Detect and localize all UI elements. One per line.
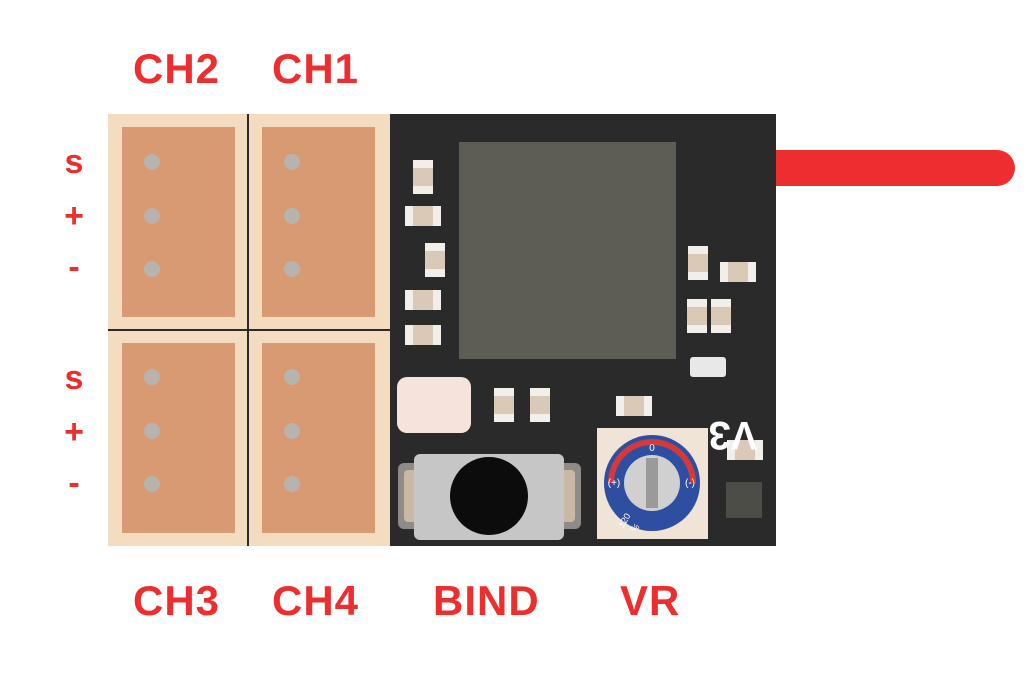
pin-dot	[284, 208, 300, 224]
smd-components	[405, 160, 763, 518]
antenna-wire	[722, 150, 1015, 186]
connector-ch3	[122, 343, 235, 533]
svg-text:(+): (+)	[608, 478, 621, 489]
pin-label-plus: +	[64, 413, 84, 451]
pin-label-minus: -	[68, 464, 80, 502]
pin-dot	[284, 423, 300, 439]
label-ch3: CH3	[133, 577, 221, 624]
pin-dot	[144, 261, 160, 277]
board-version: V3	[709, 413, 758, 457]
label-ch4: CH4	[272, 577, 360, 624]
connector-ch1	[262, 127, 375, 317]
pin-label-signal: s	[64, 143, 84, 181]
potentiometer: 0 (+) (-) 120 %	[597, 428, 708, 539]
main-chip	[459, 142, 676, 359]
pin-dot	[144, 476, 160, 492]
pin-dot	[284, 476, 300, 492]
servo-connectors	[108, 114, 390, 546]
pin-dot	[144, 423, 160, 439]
pin-label-plus: +	[64, 197, 84, 235]
pin-label-minus: -	[68, 248, 80, 286]
svg-text:(-): (-)	[685, 478, 695, 489]
connector-ch4	[262, 343, 375, 533]
bind-button-cap	[450, 457, 528, 535]
pin-dot	[144, 154, 160, 170]
label-vr: VR	[620, 577, 681, 624]
pin-dot	[284, 154, 300, 170]
connector-ch2	[122, 127, 235, 317]
pin-dot	[284, 261, 300, 277]
led	[397, 377, 471, 433]
pin-dot	[284, 369, 300, 385]
bind-button	[398, 454, 581, 540]
label-ch2: CH2	[133, 45, 221, 92]
label-ch1: CH1	[272, 45, 360, 92]
pin-dot	[144, 208, 160, 224]
svg-text:0: 0	[649, 443, 655, 454]
pin-dot	[144, 369, 160, 385]
label-bind: BIND	[433, 577, 540, 624]
pin-label-signal: s	[64, 359, 84, 397]
